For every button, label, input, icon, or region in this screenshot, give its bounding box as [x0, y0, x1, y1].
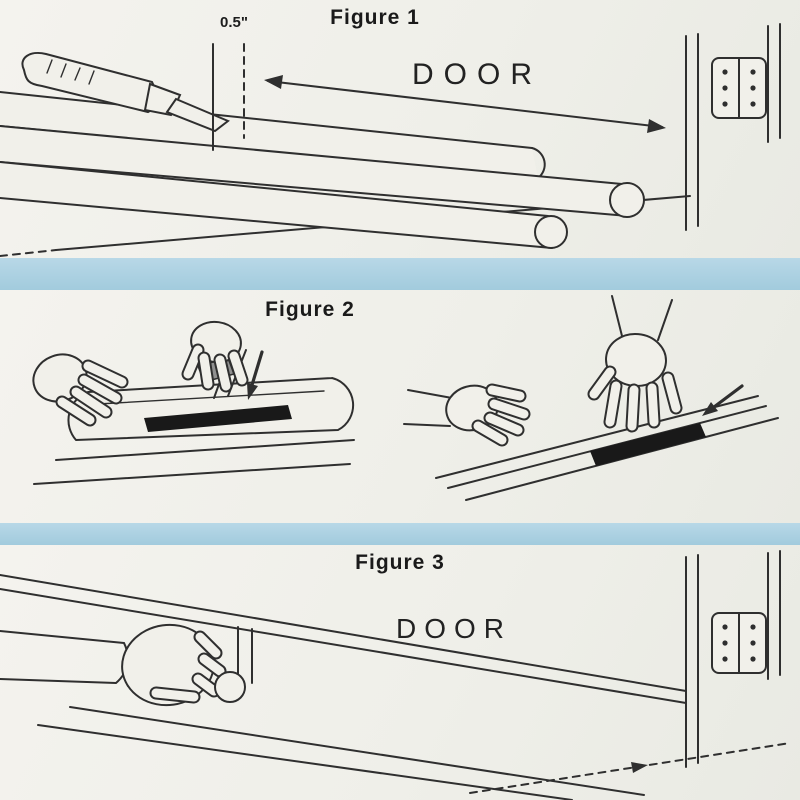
- press-tape-illustration: [403, 295, 779, 501]
- tube-end-cap: [214, 671, 246, 703]
- door-frame: [685, 23, 781, 231]
- door-label-figure-1: DOOR: [412, 58, 542, 91]
- figure-1-title: Figure 1: [330, 6, 420, 29]
- door-width-arrow: [264, 75, 666, 133]
- adhesive-strip: [144, 405, 292, 432]
- pressing-hand-top: [587, 295, 683, 433]
- press-direction-arrow: [247, 350, 264, 400]
- right-hand-peeling: [181, 320, 249, 393]
- utility-knife-icon: [21, 52, 230, 133]
- figure-2-illustration: [32, 295, 779, 501]
- draft-stopper-tubes: [0, 91, 645, 249]
- peel-backing-illustration: [32, 320, 355, 485]
- arm-sleeve: [0, 630, 129, 684]
- draft-stopper-tube-front: [37, 706, 645, 800]
- hand-inserting: [0, 623, 227, 707]
- figure-3-illustration: [0, 550, 791, 800]
- figure-2-panel: Figure 2: [0, 290, 800, 523]
- figure-3-panel: Figure 3 DOOR: [0, 545, 800, 800]
- measurement-label: 0.5": [220, 14, 248, 31]
- work-surface-lines: [33, 439, 355, 485]
- applied-tape-strip: [590, 423, 706, 466]
- stopper-flap: [237, 626, 253, 684]
- door-label-figure-3: DOOR: [396, 613, 512, 644]
- divider-band: [0, 523, 800, 545]
- pressing-hand-side: [403, 383, 531, 447]
- tube-end-cap: [609, 182, 645, 218]
- door-hinge-icon: [711, 57, 767, 119]
- divider-band: [0, 258, 800, 290]
- left-hand-holding: [32, 353, 129, 427]
- tube-end-cap: [534, 215, 568, 249]
- figure-2-title: Figure 2: [265, 298, 355, 321]
- measurement-guides: [212, 43, 245, 151]
- apply-direction-arrow: [702, 384, 744, 416]
- figure-3-title: Figure 3: [355, 551, 445, 574]
- slide-direction-arrow: [469, 742, 791, 794]
- figure-1-panel: Figure 1 0.5" DOOR: [0, 0, 800, 258]
- figure-1-illustration: [0, 23, 781, 257]
- door-frame: [685, 550, 781, 768]
- door-bottom-edge: [0, 574, 687, 704]
- door-hinge-icon: [711, 612, 767, 674]
